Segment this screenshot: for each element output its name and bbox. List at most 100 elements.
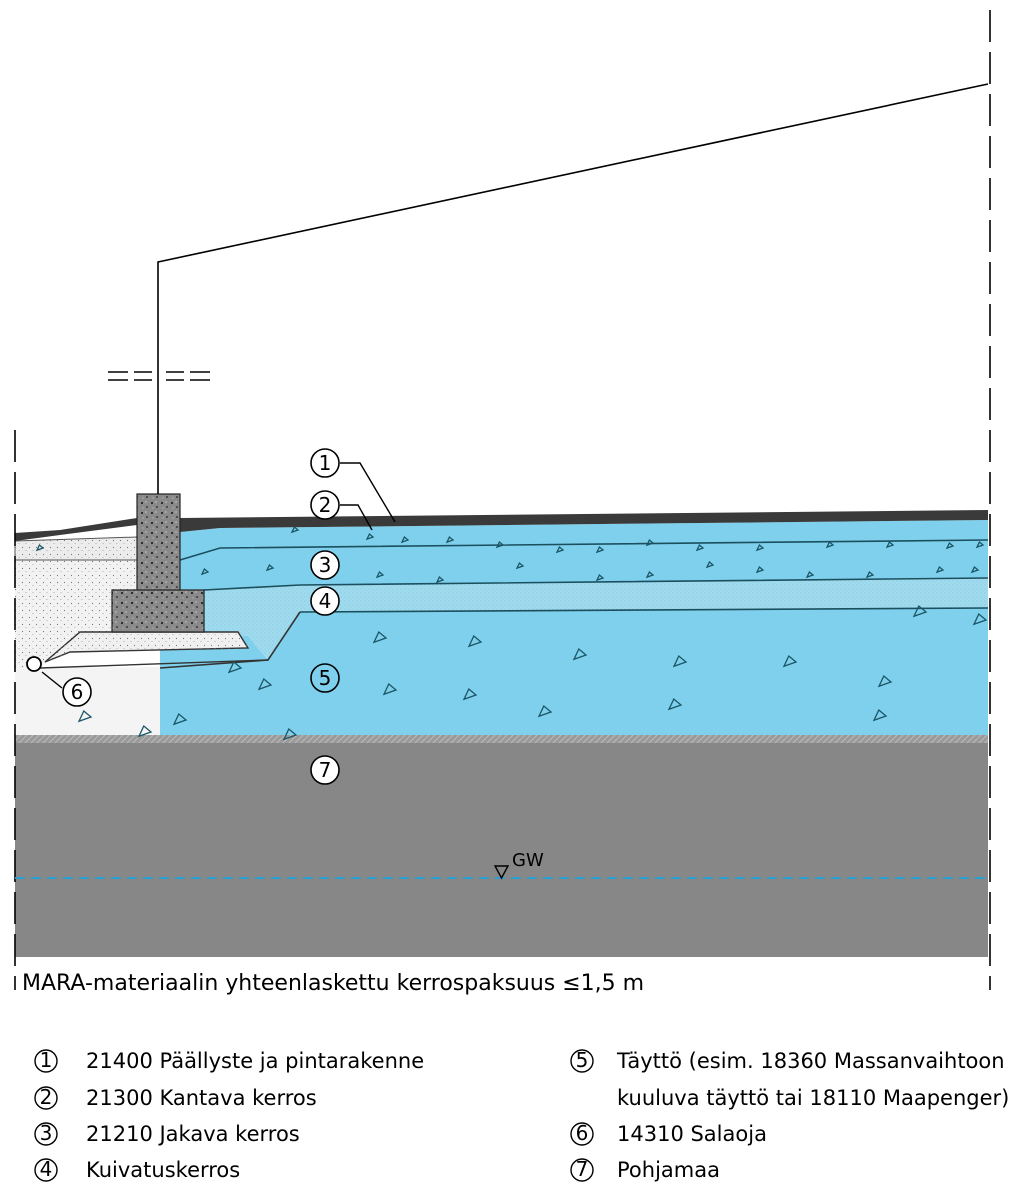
aggregate-marker bbox=[137, 724, 153, 738]
aggregate-marker bbox=[365, 532, 375, 541]
aggregate-marker bbox=[825, 540, 835, 549]
aggregate-marker bbox=[435, 575, 445, 584]
aggregate-marker bbox=[645, 538, 655, 547]
legend-item-6: 6 14310 Salaoja bbox=[570, 1121, 767, 1146]
aggregate-marker bbox=[462, 687, 478, 701]
aggregate-marker bbox=[265, 563, 275, 572]
svg-text:21210 Jakava kerros: 21210 Jakava kerros bbox=[86, 1122, 300, 1146]
asphalt-layer bbox=[180, 510, 988, 532]
svg-text:Pohjamaa: Pohjamaa bbox=[617, 1158, 720, 1182]
marker-3: 3 bbox=[310, 550, 340, 580]
aggregate-marker bbox=[595, 573, 605, 582]
aggregate-marker bbox=[975, 540, 985, 549]
aggregate-marker bbox=[645, 570, 655, 579]
fill-layer bbox=[160, 608, 988, 735]
aggregate-marker bbox=[282, 727, 298, 741]
aggregate-marker bbox=[495, 540, 505, 549]
subsoil-top-hatch bbox=[15, 735, 988, 743]
aggregate-marker bbox=[755, 543, 765, 552]
svg-text:7: 7 bbox=[319, 758, 332, 782]
aggregate-marker bbox=[400, 535, 410, 544]
svg-text:kuuluva täyttö tai 18110 Maape: kuuluva täyttö tai 18110 Maapenger) bbox=[617, 1086, 1009, 1110]
marker-7: 7 bbox=[310, 755, 340, 785]
aggregate-marker bbox=[572, 647, 588, 661]
drain-pipe-icon bbox=[26, 656, 42, 672]
legend: 1 21400 Päällyste ja pintarakenne 2 2130… bbox=[34, 1048, 1009, 1182]
svg-text:2: 2 bbox=[319, 493, 332, 517]
building-outline bbox=[157, 83, 989, 494]
svg-text:1: 1 bbox=[40, 1048, 53, 1072]
marker-6: 6 bbox=[62, 677, 92, 707]
svg-text:Täyttö (esim. 18360 Massanvaih: Täyttö (esim. 18360 Massanvaihtoon bbox=[616, 1049, 1005, 1073]
aggregate-marker bbox=[172, 712, 188, 726]
legend-item-7: 7 Pohjamaa bbox=[570, 1157, 720, 1182]
svg-text:7: 7 bbox=[576, 1157, 589, 1181]
svg-text:5: 5 bbox=[576, 1048, 589, 1072]
curb-foundation bbox=[111, 589, 205, 633]
aggregate-marker bbox=[805, 570, 815, 579]
aggregate-marker bbox=[445, 535, 455, 544]
aggregate-marker bbox=[515, 561, 525, 570]
svg-text:14310 Salaoja: 14310 Salaoja bbox=[617, 1122, 767, 1146]
aggregate-marker bbox=[672, 654, 688, 668]
aggregate-marker bbox=[200, 567, 210, 576]
aggregate-marker bbox=[782, 654, 798, 668]
aggregate-markers bbox=[35, 525, 988, 741]
svg-text:4: 4 bbox=[319, 589, 332, 613]
svg-text:6: 6 bbox=[576, 1121, 589, 1145]
aggregate-marker bbox=[865, 570, 875, 579]
aggregate-marker bbox=[972, 612, 988, 626]
aggregate-marker bbox=[290, 525, 300, 534]
svg-text:2: 2 bbox=[40, 1085, 53, 1109]
subbase-layer bbox=[180, 540, 988, 590]
aggregate-marker bbox=[935, 565, 945, 574]
aggregate-marker bbox=[970, 565, 980, 574]
subsoil-layer bbox=[15, 735, 988, 957]
aggregate-marker bbox=[877, 674, 893, 688]
aggregate-marker bbox=[667, 697, 683, 711]
svg-text:6: 6 bbox=[71, 680, 84, 704]
svg-text:Kuivatuskerros: Kuivatuskerros bbox=[86, 1158, 240, 1182]
marker-1: 1 bbox=[310, 448, 340, 478]
aggregate-marker bbox=[945, 541, 955, 550]
aggregate-marker bbox=[372, 630, 388, 644]
aggregate-marker bbox=[555, 545, 565, 554]
svg-text:21400 Päällyste ja pintarakenn: 21400 Päällyste ja pintarakenne bbox=[86, 1049, 424, 1073]
aggregate-marker bbox=[537, 704, 553, 718]
svg-text:21300 Kantava kerros: 21300 Kantava kerros bbox=[86, 1086, 317, 1110]
aggregate-marker bbox=[77, 709, 93, 723]
marker-2: 2 bbox=[310, 490, 340, 520]
svg-text:5: 5 bbox=[319, 666, 332, 690]
aggregate-marker bbox=[912, 604, 928, 618]
aggregate-marker bbox=[467, 634, 483, 648]
aggregate-marker bbox=[227, 660, 243, 674]
legend-item-1: 1 21400 Päällyste ja pintarakenne bbox=[34, 1048, 424, 1073]
legend-item-3: 3 21210 Jakava kerros bbox=[34, 1121, 300, 1146]
marker-5: 5 bbox=[310, 663, 340, 693]
thickness-caption: MARA-materiaalin yhteenlaskettu kerrospa… bbox=[22, 971, 644, 996]
legend-item-5: 5 Täyttö (esim. 18360 Massanvaihtoon kuu… bbox=[570, 1048, 1009, 1110]
aggregate-marker bbox=[375, 570, 385, 579]
aggregate-marker bbox=[382, 682, 398, 696]
svg-text:1: 1 bbox=[319, 451, 332, 475]
curb-upper bbox=[136, 493, 181, 593]
aggregate-marker bbox=[755, 565, 765, 574]
aggregate-marker bbox=[705, 560, 715, 569]
left-asphalt bbox=[15, 518, 137, 541]
aggregate-marker bbox=[35, 543, 45, 552]
aggregate-marker bbox=[872, 708, 888, 722]
legend-item-2: 2 21300 Kantava kerros bbox=[34, 1085, 317, 1110]
aggregate-marker bbox=[695, 543, 705, 552]
svg-text:4: 4 bbox=[40, 1157, 53, 1181]
svg-text:3: 3 bbox=[40, 1121, 53, 1145]
aggregate-marker bbox=[595, 545, 605, 554]
base-layer bbox=[180, 520, 988, 560]
groundwater-triangle-icon bbox=[493, 865, 510, 880]
wall-break-symbol bbox=[108, 371, 210, 381]
aggregate-marker bbox=[257, 677, 273, 691]
groundwater-label: GW bbox=[512, 850, 544, 871]
aggregate-marker bbox=[885, 540, 895, 549]
svg-text:3: 3 bbox=[319, 553, 332, 577]
marker-4: 4 bbox=[310, 586, 340, 616]
